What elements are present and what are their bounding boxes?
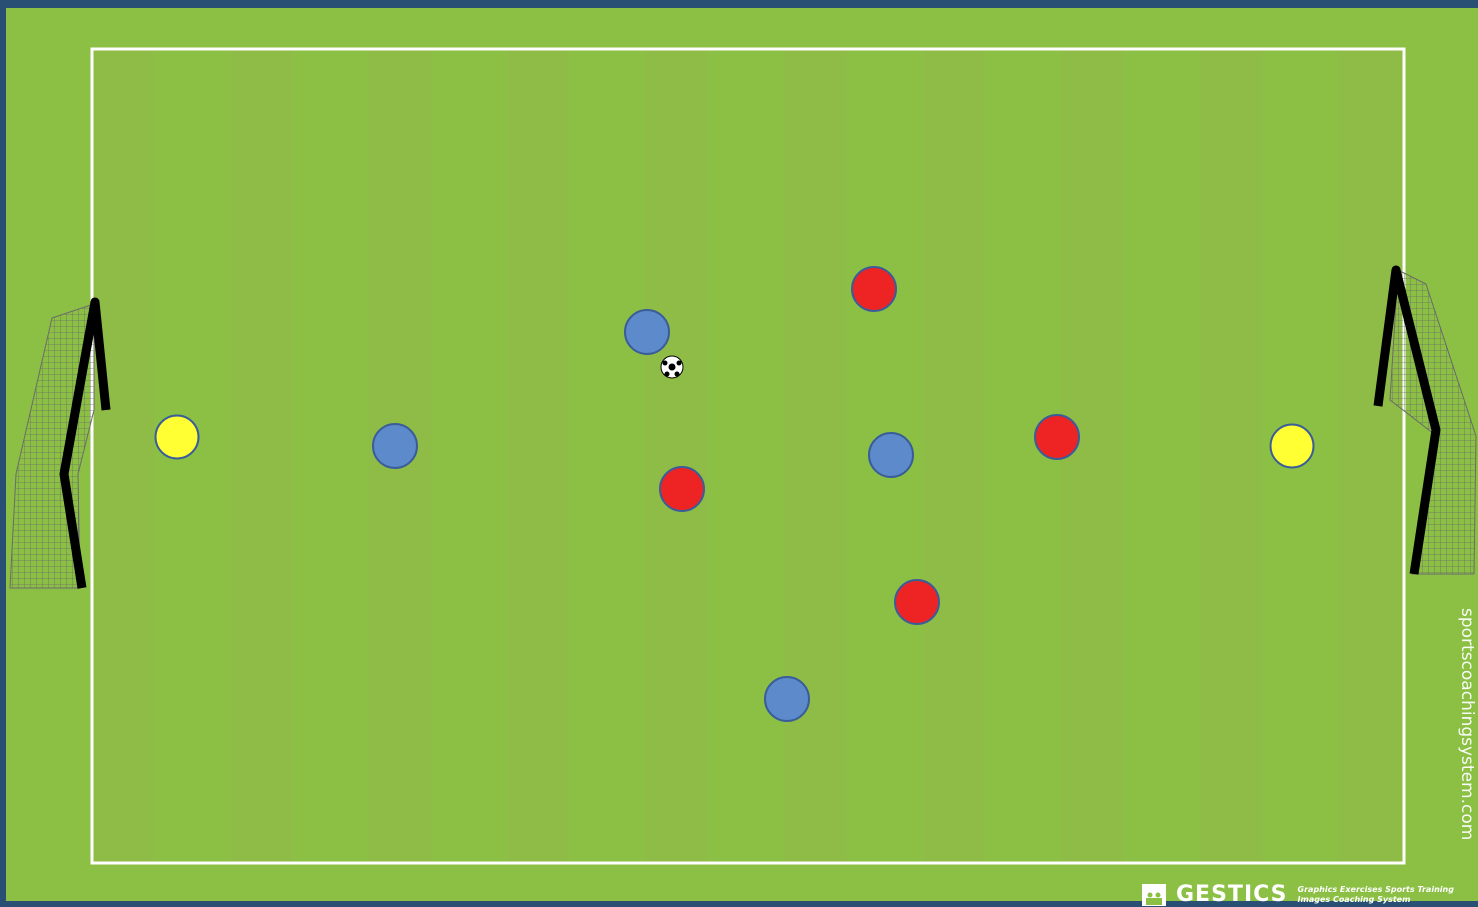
field-stripe <box>645 50 707 863</box>
soccer-field: sportscoachingsystem.com GESTICS Graphic… <box>6 8 1478 901</box>
soccer-ball-icon[interactable] <box>661 356 683 378</box>
brand-tagline-2: Images Coaching System <box>1298 895 1454 905</box>
gestics-logo-icon <box>1142 884 1166 906</box>
field-stripe <box>1338 50 1404 863</box>
red-player-icon[interactable] <box>1035 415 1079 459</box>
field-stripe <box>231 50 293 863</box>
field-stripe <box>1200 50 1262 863</box>
brand-tagline: Graphics Exercises Sports Training Image… <box>1298 885 1454 905</box>
blue-player-icon[interactable] <box>625 310 669 354</box>
brand-name: GESTICS <box>1176 882 1288 907</box>
field-stripes <box>92 50 1404 863</box>
red-player-icon[interactable] <box>852 267 896 311</box>
red-player-icon[interactable] <box>660 467 704 511</box>
goalkeeper-player-icon[interactable] <box>156 416 199 459</box>
red-team <box>660 267 1079 624</box>
field-stripe <box>1061 50 1123 863</box>
field-stripe <box>507 50 569 863</box>
goalkeepers <box>156 416 1314 468</box>
website-watermark: sportscoachingsystem.com <box>1457 608 1477 840</box>
blue-player-icon[interactable] <box>869 433 913 477</box>
field-stripe <box>92 50 154 863</box>
gestics-brand: GESTICS Graphics Exercises Sports Traini… <box>1142 882 1454 907</box>
blue-player-icon[interactable] <box>765 677 809 721</box>
goalkeeper-player-icon[interactable] <box>1271 425 1314 468</box>
field-stripe <box>923 50 985 863</box>
pitch-diagram <box>6 8 1478 901</box>
blue-player-icon[interactable] <box>373 424 417 468</box>
field-stripe <box>784 50 846 863</box>
brand-tagline-1: Graphics Exercises Sports Training <box>1298 885 1454 895</box>
red-player-icon[interactable] <box>895 580 939 624</box>
